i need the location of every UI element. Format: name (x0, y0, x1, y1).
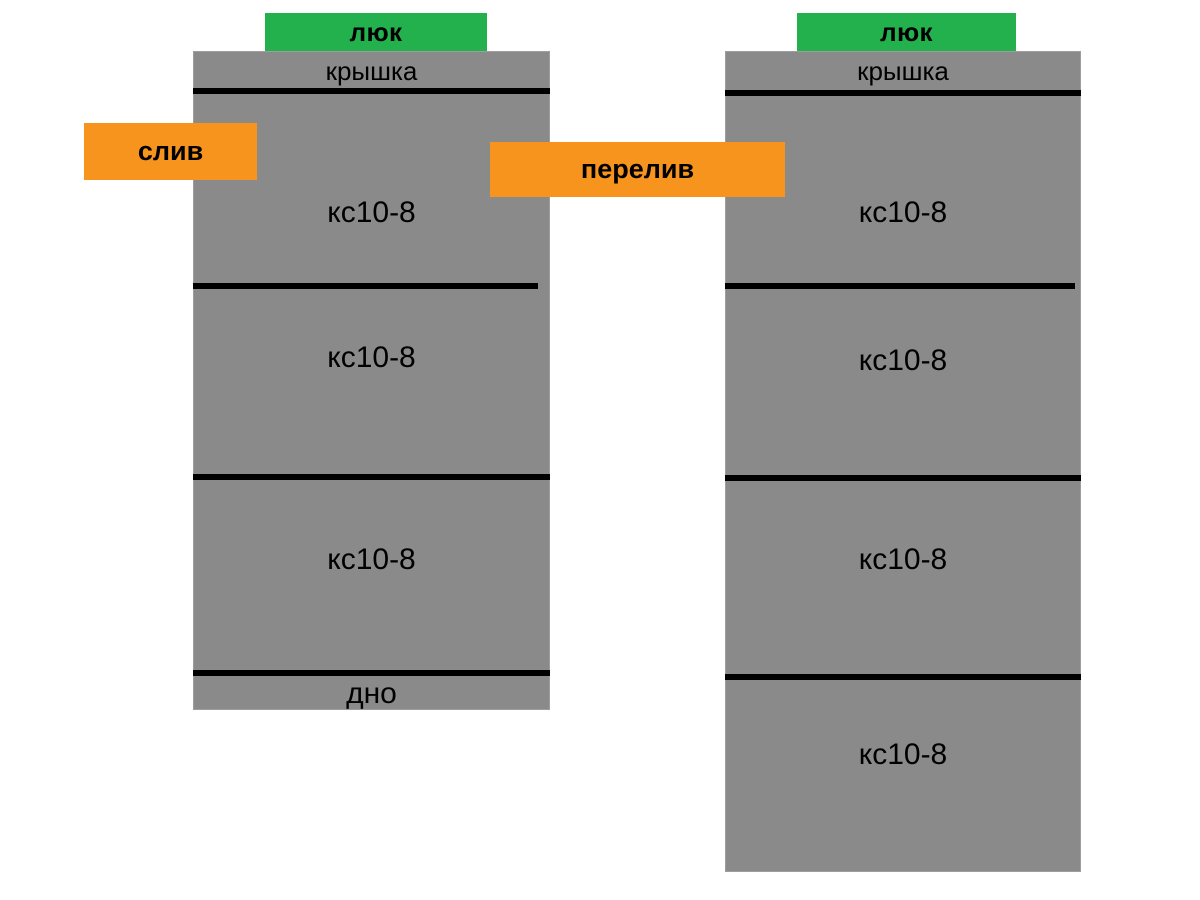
tank-right-ring-2-label: кс10-8 (858, 344, 948, 377)
tank-left-divider-1 (193, 283, 538, 289)
hatch-right: люк (797, 13, 1016, 51)
tank-right-lid-label: крышка (857, 56, 949, 86)
tank-right-lid-line (725, 90, 1081, 96)
hatch-left: люк (265, 13, 487, 51)
tank-right-divider-2 (725, 475, 1081, 481)
tank-left-bottom-line (193, 670, 550, 676)
pipe-drain-label: слив (137, 136, 204, 166)
hatch-right-label: люк (880, 16, 933, 47)
tank-left-divider-2 (193, 474, 550, 480)
tank-left-lid-line (193, 88, 550, 94)
hatch-left-label: люк (349, 16, 403, 47)
pipe-overflow: перелив (490, 142, 785, 197)
tank-left-ring-3-label: кс10-8 (327, 543, 416, 576)
tank-right-divider-1 (725, 283, 1075, 289)
pipe-drain: слив (84, 123, 257, 180)
tank-right-divider-3 (725, 674, 1081, 680)
tank-left-ring-2-label: кс10-8 (327, 341, 416, 374)
tank-right-ring-3-label: кс10-8 (858, 543, 948, 576)
tank-left-bottom-label: дно (346, 677, 397, 710)
tank-left-lid-label: крышка (325, 56, 418, 86)
tank-right-ring-4-label: кс10-8 (858, 738, 948, 771)
tank-left-ring-1-label: кс10-8 (327, 196, 416, 229)
tank-right-ring-1-label: кс10-8 (858, 196, 948, 229)
pipe-overflow-label: перелив (580, 154, 695, 184)
